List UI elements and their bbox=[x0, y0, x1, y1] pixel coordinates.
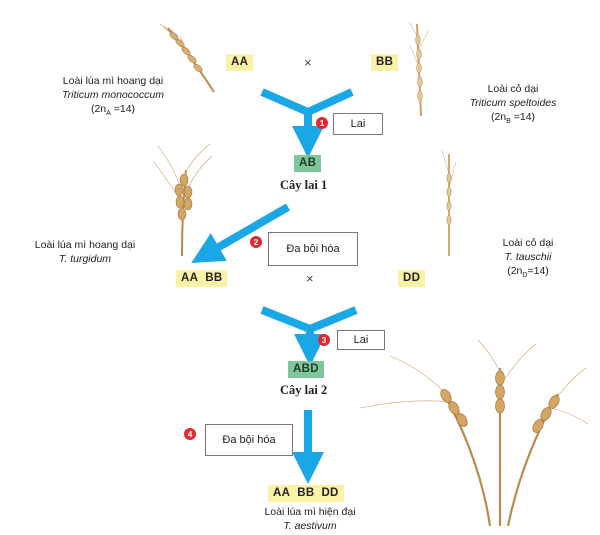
merge-arrow-1 bbox=[260, 88, 354, 158]
hybrid-1-label: Cây lai 1 bbox=[280, 178, 328, 192]
step-1-badge: 1 bbox=[316, 117, 328, 129]
chromosome-count: (2nA =14) bbox=[90, 103, 136, 118]
species-latin-name: Triticum speltoides bbox=[469, 97, 557, 109]
step-2-badge: 2 bbox=[250, 236, 262, 248]
wheat-bundle-icon bbox=[359, 339, 589, 527]
hybrid-2-label: Cây lai 2 bbox=[280, 383, 328, 397]
species-latin-name: Triticum monococcum bbox=[62, 89, 164, 101]
species-t-turgidum: Loài lúa mì hoang dại T. turgidum bbox=[10, 238, 160, 266]
chromosome-count: (2nB =14) bbox=[490, 111, 536, 126]
step-2-label-box: Đa bội hóa bbox=[268, 232, 358, 266]
cross-symbol: × bbox=[304, 55, 312, 70]
step-4-label-box: Đa bội hóa bbox=[205, 424, 293, 456]
genome-aa-label: AA bbox=[226, 54, 254, 71]
species-latin-name: T. tauschii bbox=[504, 251, 552, 263]
cross-symbol-2: × bbox=[306, 271, 314, 286]
step-3-label-box: Lai bbox=[337, 330, 385, 350]
step-4-badge: 4 bbox=[184, 428, 196, 440]
genome-dd-label: DD bbox=[398, 270, 426, 287]
species-triticum-monococcum: Loài lúa mì hoang dại Triticum monococcu… bbox=[28, 74, 198, 121]
species-common-name: Loài lúa mì hoang dại bbox=[34, 239, 136, 251]
genome-ab-label: AB bbox=[294, 155, 322, 172]
species-t-aestivum: Loài lúa mì hiện đại T. aestivum bbox=[220, 505, 400, 533]
species-latin-name: T. aestivum bbox=[283, 520, 337, 532]
wild-grass-icon bbox=[441, 149, 457, 256]
wheat-ear-icon bbox=[153, 143, 213, 257]
genome-aabbdd-label: AA BB DD bbox=[268, 485, 344, 502]
species-common-name: Loài cỏ dại bbox=[502, 237, 554, 249]
chromosome-count: (2nD=14) bbox=[507, 265, 549, 280]
genome-abd-label: ABD bbox=[288, 361, 324, 378]
step-3-badge: 3 bbox=[318, 334, 330, 346]
merge-arrow-3 bbox=[260, 306, 358, 366]
step-1-label-box: Lai bbox=[333, 113, 383, 135]
wheat-ear-icon bbox=[159, 23, 215, 93]
species-common-name: Loài lúa mì hiện đại bbox=[264, 506, 356, 518]
species-common-name: Loài lúa mì hoang dại bbox=[62, 75, 164, 87]
diagonal-arrow-2 bbox=[191, 203, 291, 264]
species-t-tauschii: Loài cỏ dại T. tauschii (2nD=14) bbox=[478, 236, 578, 283]
species-triticum-speltoides: Loài cỏ dại Triticum speltoides (2nB =14… bbox=[438, 82, 588, 129]
genome-bb-label: BB bbox=[371, 54, 399, 71]
species-common-name: Loài cỏ dại bbox=[487, 83, 539, 95]
genome-aabb-label: AA BB bbox=[176, 270, 228, 287]
wild-grass-icon bbox=[408, 21, 430, 117]
species-latin-name: T. turgidum bbox=[58, 253, 112, 265]
